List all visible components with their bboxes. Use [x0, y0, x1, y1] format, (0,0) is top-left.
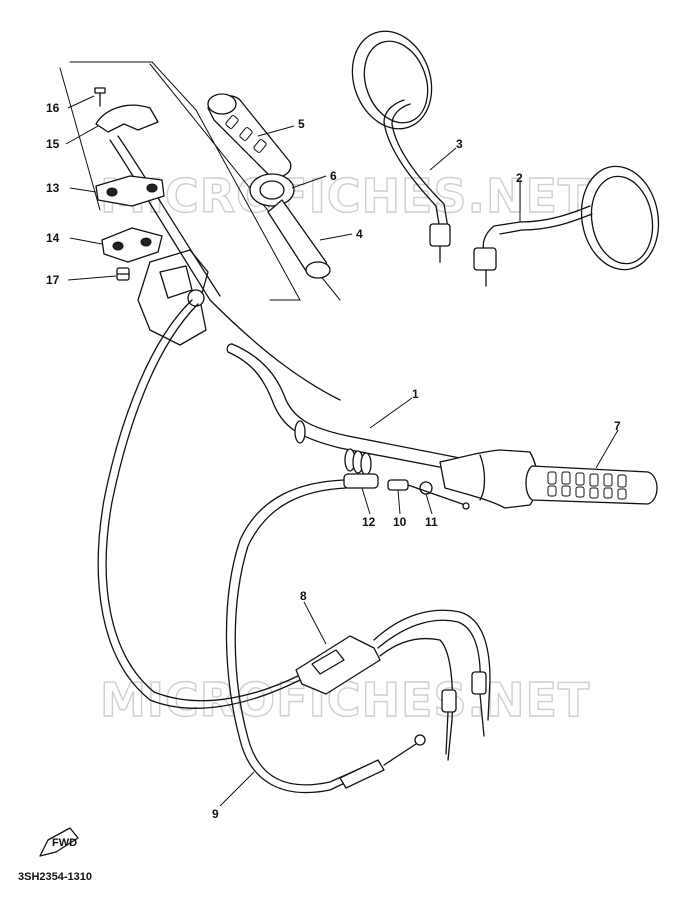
callout-6: 6 — [330, 169, 337, 183]
clamp-14 — [101, 227, 163, 263]
callout-16: 16 — [46, 101, 60, 115]
throttle-cable — [225, 479, 426, 794]
clutch-cable — [97, 299, 303, 709]
callout-11: 11 — [425, 515, 438, 529]
clamp-13 — [95, 175, 165, 207]
callout-12: 12 — [362, 515, 376, 529]
left-lever-holder — [109, 135, 341, 401]
fwd-arrow-icon: FWD — [39, 827, 79, 857]
fwd-label: FWD — [52, 837, 77, 849]
mirror-right — [473, 165, 660, 287]
cable-junction-8 — [295, 609, 491, 761]
screw-16 — [94, 87, 106, 107]
callout-10: 10 — [393, 515, 407, 529]
right-grip — [525, 465, 658, 505]
callout-4: 4 — [356, 227, 363, 241]
handlebar — [226, 343, 461, 476]
callout-1: 1 — [412, 387, 419, 401]
throttle-housing — [439, 449, 539, 509]
callout-17: 17 — [46, 273, 60, 287]
watermark-top: MICROFICHES.NET — [100, 169, 590, 223]
callout-8: 8 — [300, 589, 307, 603]
leader-lines — [65, 95, 619, 807]
callout-13: 13 — [46, 181, 60, 195]
mirror-left — [351, 30, 451, 263]
callout-14: 14 — [46, 231, 60, 245]
callout-9: 9 — [212, 807, 219, 821]
diagram-code: 3SH2354-1310 — [18, 871, 92, 883]
callout-15: 15 — [46, 137, 60, 151]
sleeve-4 — [267, 199, 331, 279]
callout-3: 3 — [456, 137, 463, 151]
callout-2: 2 — [516, 171, 523, 185]
collar-6 — [249, 173, 295, 207]
bolt-17 — [116, 267, 130, 281]
bracket-15 — [95, 104, 159, 133]
callout-7: 7 — [614, 419, 621, 433]
callout-5: 5 — [298, 117, 305, 131]
left-grip — [207, 93, 292, 178]
